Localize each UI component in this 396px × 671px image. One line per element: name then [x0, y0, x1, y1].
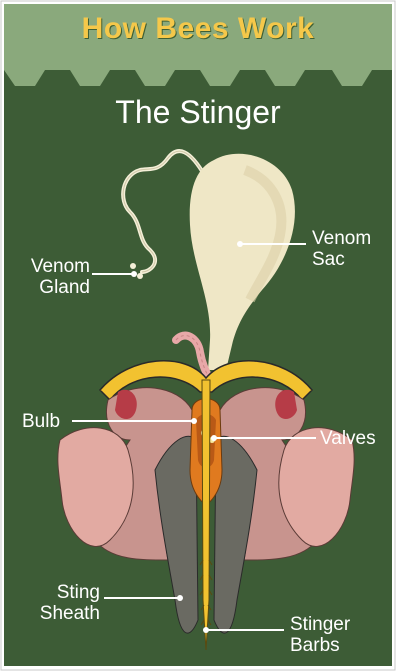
header-title: How Bees Work — [0, 12, 396, 46]
stinger-shaft — [202, 380, 210, 650]
label-sting-sheath: Sting Sheath — [26, 582, 100, 624]
label-venom-gland: Venom Gland — [14, 256, 90, 298]
label-stinger-barbs: Stinger Barbs — [290, 614, 350, 656]
diagram-title: The Stinger — [0, 94, 396, 131]
label-valves: Valves — [320, 428, 376, 449]
label-bulb: Bulb — [22, 411, 60, 432]
label-venom-sac: Venom Sac — [312, 228, 371, 270]
